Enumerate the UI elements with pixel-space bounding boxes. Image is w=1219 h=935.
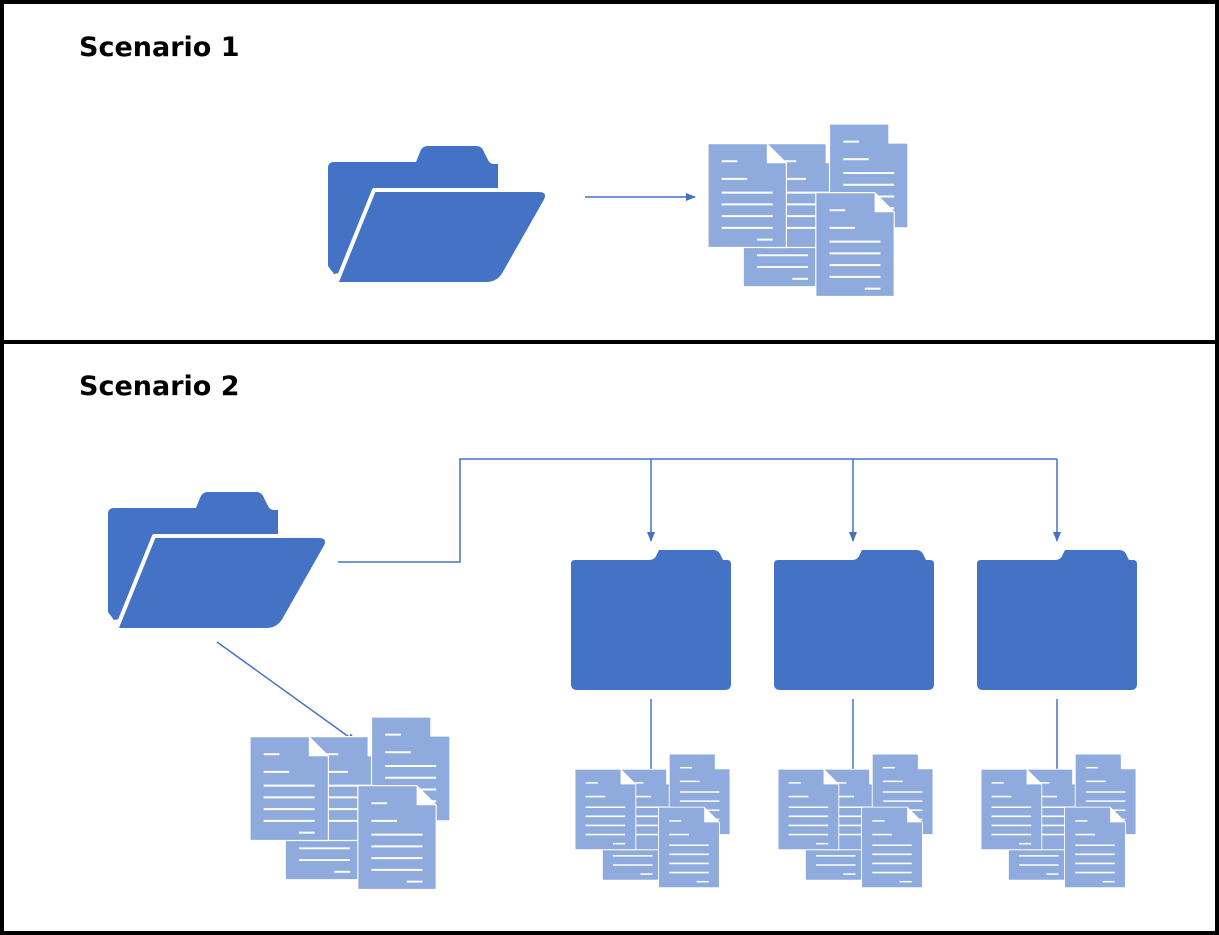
scenario-1-title: Scenario 1 xyxy=(79,32,240,63)
open-folder-icon xyxy=(326,144,549,286)
document-stack-icon xyxy=(708,124,908,296)
scenario-1-panel: Scenario 1 xyxy=(79,32,908,296)
document-stack-icon xyxy=(250,717,450,889)
scenario-2-title: Scenario 2 xyxy=(79,371,240,402)
open-folder-icon xyxy=(106,490,329,632)
document-stack-icon xyxy=(575,754,730,888)
closed-folder-icon xyxy=(571,550,731,690)
closed-folder-icon xyxy=(977,550,1137,690)
subfolder-2 xyxy=(774,550,934,888)
subfolder-1 xyxy=(571,550,731,888)
document-stack-icon xyxy=(981,754,1136,888)
closed-folder-icon xyxy=(774,550,934,690)
document-stack-icon xyxy=(778,754,933,888)
subfolder-connector xyxy=(338,458,1061,563)
scenario-2-documents-arrow xyxy=(216,641,357,743)
scenario-2-panel: Scenario 2 xyxy=(79,371,1137,889)
subfolder-3 xyxy=(977,550,1137,888)
